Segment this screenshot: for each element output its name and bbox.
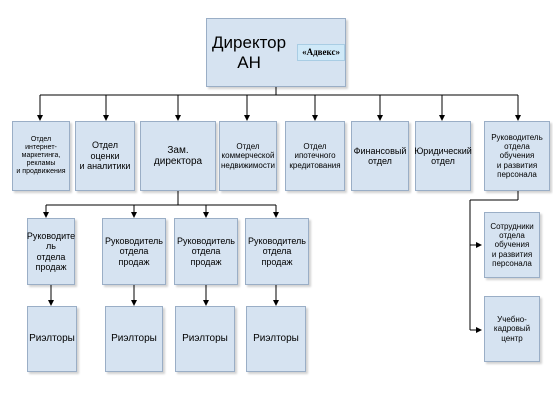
training-center-box: Учебно- кадровый центр: [484, 296, 540, 362]
dept-finance-label: Финансовый отдел: [353, 145, 407, 166]
dept-training-head-box: Руководитель отдела обучения и развития …: [484, 121, 550, 191]
sales-head-box: Руководитель отдела продаж: [174, 218, 238, 285]
realtors-box: Риэлторы: [246, 306, 306, 372]
agency-badge: «Адвекс»: [297, 44, 345, 61]
dept-marketing-box: Отдел интернет- маркетинга, рекламы и пр…: [12, 121, 70, 191]
deputy-director-box: Зам. директора: [140, 121, 216, 191]
dept-marketing-label: Отдел интернет- маркетинга, рекламы и пр…: [16, 135, 66, 176]
dept-commercial-label: Отдел коммерческой недвижимости: [221, 142, 275, 170]
director-box: Директор АН «Адвекс»: [206, 18, 346, 87]
realtors-box: Риэлторы: [105, 306, 163, 372]
sales-head-label: Руководите ль отдела продаж: [26, 230, 76, 272]
dept-training-head-label: Руководитель отдела обучения и развития …: [491, 133, 543, 179]
realtors-label: Риэлторы: [253, 333, 299, 345]
realtors-box: Риэлторы: [27, 306, 77, 372]
dept-mortgage-box: Отдел ипотечного кредитования: [285, 121, 345, 191]
realtors-label: Риэлторы: [29, 333, 75, 345]
training-staff-box: Сотрудники отдела обучения и развития пе…: [484, 212, 540, 278]
sales-head-box: Руководитель отдела продаж: [102, 218, 166, 285]
realtors-box: Риэлторы: [175, 306, 235, 372]
deputy-director-label: Зам. директора: [153, 144, 203, 168]
realtors-label: Риэлторы: [182, 333, 228, 345]
dept-commercial-box: Отдел коммерческой недвижимости: [219, 121, 277, 191]
dept-valuation-box: Отдел оценки и аналитики: [75, 121, 135, 191]
dept-legal-label: Юридический отдел: [414, 145, 472, 166]
sales-head-box: Руководите ль отдела продаж: [27, 218, 75, 285]
training-center-label: Учебно- кадровый центр: [493, 315, 531, 343]
dept-mortgage-label: Отдел ипотечного кредитования: [289, 142, 341, 170]
sales-head-box: Руководитель отдела продаж: [245, 218, 309, 285]
training-staff-label: Сотрудники отдела обучения и развития пе…: [490, 222, 534, 268]
dept-legal-box: Юридический отдел: [414, 121, 472, 191]
sales-head-label: Руководитель отдела продаж: [105, 235, 163, 267]
dept-valuation-label: Отдел оценки и аналитики: [79, 140, 131, 172]
realtors-label: Риэлторы: [111, 333, 157, 345]
sales-head-label: Руководитель отдела продаж: [177, 235, 235, 267]
dept-finance-box: Финансовый отдел: [351, 121, 409, 191]
director-title: Директор АН: [212, 32, 287, 72]
sales-head-label: Руководитель отдела продаж: [248, 235, 306, 267]
